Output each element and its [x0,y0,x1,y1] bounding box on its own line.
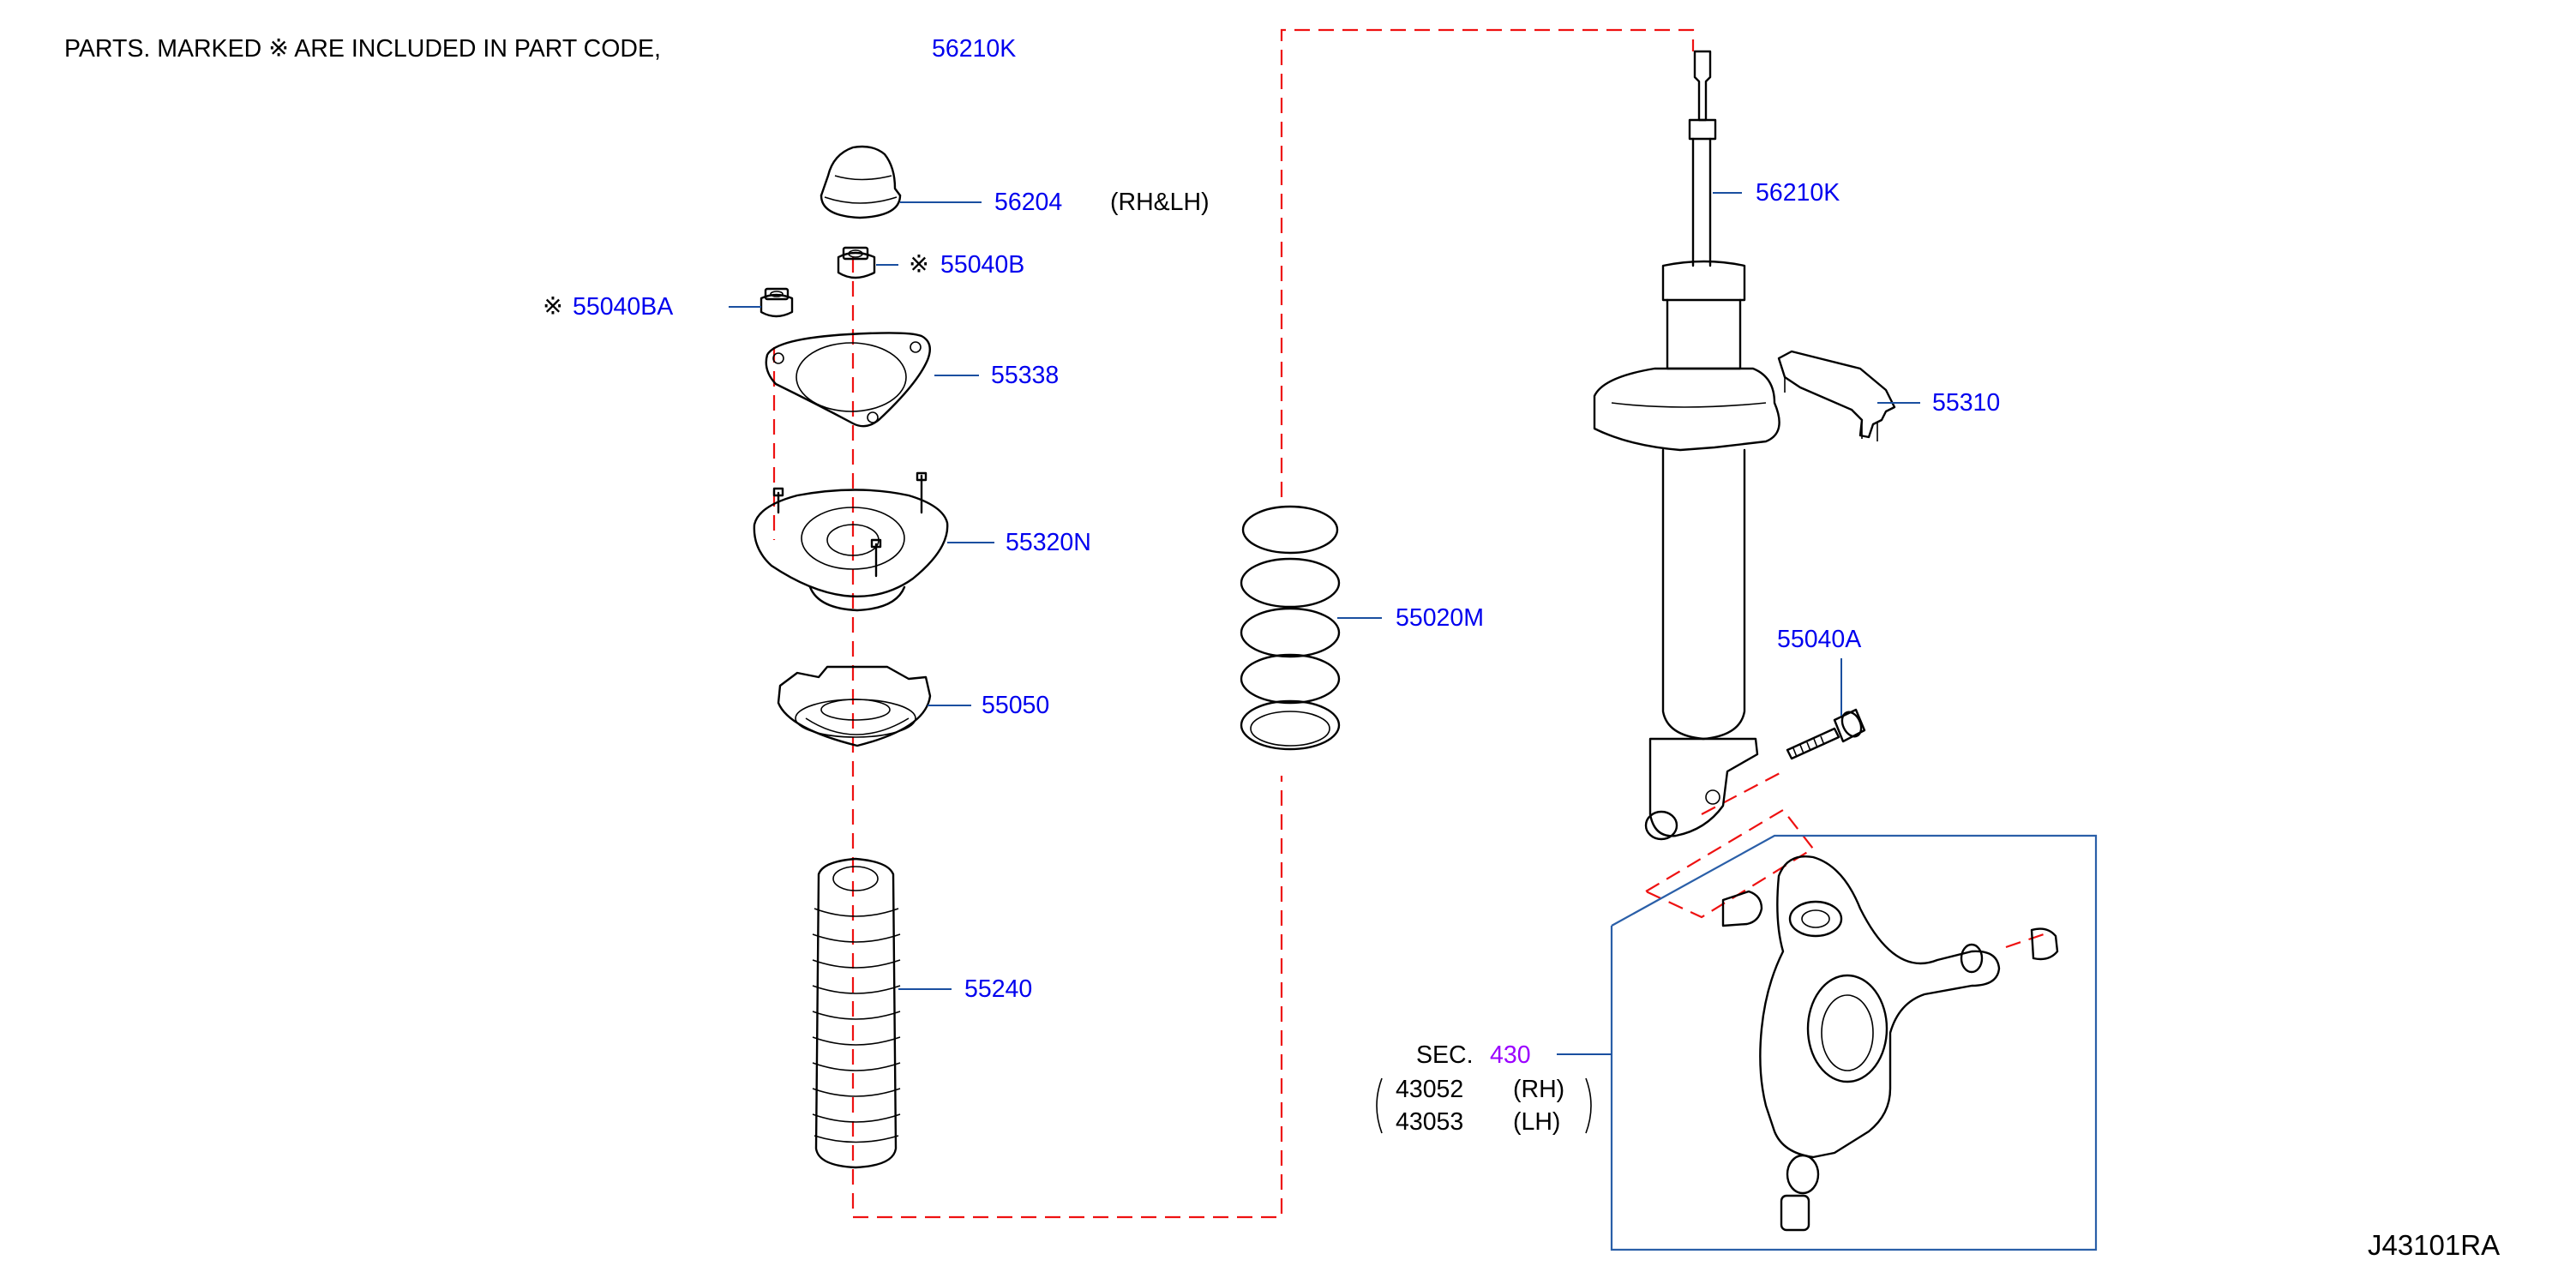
marker-55040B: ※ [909,251,929,279]
section-rh-code: 43052 [1396,1076,1463,1103]
section-lh-code: 43053 [1396,1108,1463,1136]
right-bracket [1585,1077,1592,1134]
bracket-55310[interactable] [1777,350,1896,441]
included-parts-note: PARTS. MARKED ※ ARE INCLUDED IN PART COD… [64,35,661,63]
left-bracket [1376,1077,1383,1134]
section-prefix: SEC. [1416,1041,1474,1069]
callout-55240[interactable]: 55240 [964,975,1032,1003]
callout-55320N[interactable]: 55320N [1006,529,1091,556]
nut-55040B[interactable] [837,246,876,279]
knuckle-section-box [1610,834,2098,1251]
callout-56204[interactable]: 56204 [994,189,1062,216]
strut-mount-55320N[interactable] [753,471,949,612]
spring-seat-55050[interactable] [777,665,932,747]
steering-knuckle[interactable] [1721,855,2059,1232]
callout-55040BA[interactable]: 55040BA [573,293,673,321]
callout-55310[interactable]: 55310 [1932,389,2000,417]
callout-56204-side: (RH&LH) [1110,189,1210,216]
bump-cap-56204[interactable] [820,145,902,219]
bolt-55040A[interactable] [1786,708,1866,760]
callout-55338[interactable]: 55338 [991,362,1059,389]
callout-55040A[interactable]: 55040A [1777,626,1861,653]
callout-56210K[interactable]: 56210K [1756,179,1840,207]
callout-55050[interactable]: 55050 [982,692,1049,719]
plate-55338[interactable] [765,332,931,428]
section-lh-side: (LH) [1513,1108,1560,1136]
coil-spring-55020M[interactable] [1240,505,1341,751]
note-part-code: 56210K [932,35,1016,63]
diagram-id: J43101RA [2368,1229,2500,1261]
dust-boot-55240[interactable] [812,857,901,1169]
marker-55040BA: ※ [543,293,563,321]
nut-55040BA[interactable] [760,287,794,318]
section-rh-side: (RH) [1513,1076,1564,1103]
callout-55020M[interactable]: 55020M [1396,604,1484,632]
strut-assembly-56210K[interactable] [1593,50,1780,841]
section-number-430[interactable]: 430 [1490,1041,1531,1069]
callout-55040B[interactable]: 55040B [940,251,1024,279]
